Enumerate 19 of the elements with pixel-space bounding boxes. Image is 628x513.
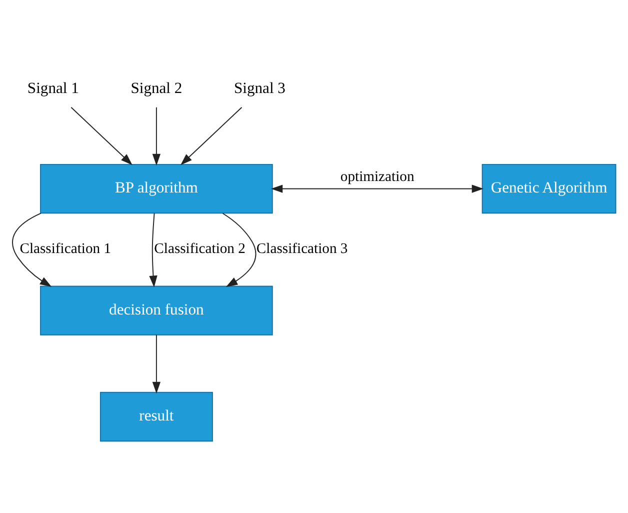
arrow bbox=[152, 106, 161, 166]
node-box: Genetic Algorithm bbox=[482, 164, 616, 214]
node-box: decision fusion bbox=[40, 286, 273, 336]
edge-label: Classification 2 bbox=[154, 241, 246, 258]
node-text: Signal 3 bbox=[234, 80, 286, 98]
arrow bbox=[180, 106, 242, 166]
edge-label: Classification 3 bbox=[256, 241, 348, 258]
node-box: result bbox=[100, 392, 213, 442]
arrow bbox=[270, 184, 484, 193]
node-text: Signal 2 bbox=[130, 80, 182, 98]
node-text: Signal 1 bbox=[27, 80, 79, 98]
edge-label: optimization bbox=[340, 169, 414, 186]
edge-label: Classification 1 bbox=[20, 241, 112, 258]
arrow bbox=[12, 212, 52, 287]
arrow bbox=[152, 334, 161, 394]
node-box: BP algorithm bbox=[40, 164, 273, 214]
arrow bbox=[149, 212, 158, 288]
arrow bbox=[222, 212, 256, 287]
arrow bbox=[70, 106, 132, 166]
